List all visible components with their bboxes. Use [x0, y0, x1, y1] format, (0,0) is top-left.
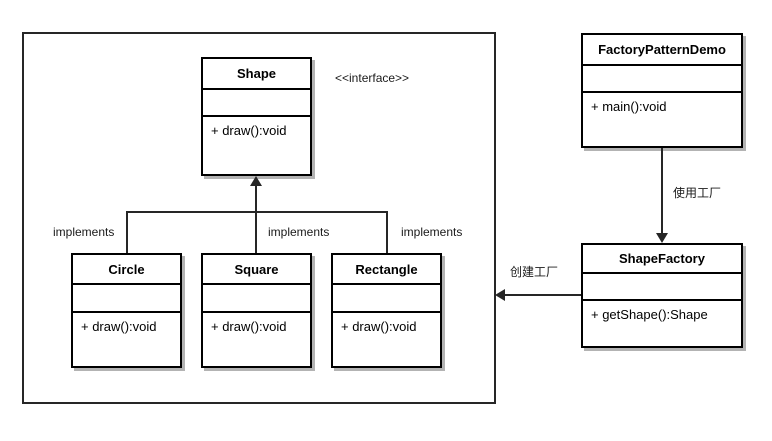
class-title-factorypatterndemo: FactoryPatternDemo — [583, 35, 741, 66]
class-box-factorypatterndemo[interactable]: FactoryPatternDemo + main():void — [581, 33, 743, 148]
class-box-shapefactory[interactable]: ShapeFactory + getShape():Shape — [581, 243, 743, 348]
class-title-rectangle: Rectangle — [333, 255, 440, 285]
stereotype-interface-label: <<interface>> — [335, 71, 410, 85]
class-attributes-circle — [73, 285, 180, 313]
generalization-trunk-line — [255, 186, 257, 253]
edge-label-implements-rectangle: implements — [401, 225, 463, 239]
edge-label-implements-square: implements — [268, 225, 330, 239]
edge-label-implements-circle: implements — [53, 225, 115, 239]
class-title-circle: Circle — [73, 255, 180, 285]
class-methods-factorypatterndemo: + main():void — [583, 93, 741, 146]
class-methods-circle: + draw():void — [73, 313, 180, 366]
class-box-rectangle[interactable]: Rectangle + draw():void — [331, 253, 442, 368]
generalization-leg-circle — [126, 211, 128, 254]
generalization-arrowhead-icon — [250, 176, 262, 186]
class-attributes-rectangle — [333, 285, 440, 313]
class-methods-shapefactory: + getShape():Shape — [583, 301, 741, 346]
class-box-shape[interactable]: Shape + draw():void — [201, 57, 312, 176]
class-methods-square: + draw():void — [203, 313, 310, 366]
class-attributes-factorypatterndemo — [583, 66, 741, 93]
class-box-circle[interactable]: Circle + draw():void — [71, 253, 182, 368]
generalization-leg-rectangle — [386, 211, 388, 254]
dependency-arrowhead-creates-factory-icon — [495, 289, 505, 301]
class-attributes-shape — [203, 90, 310, 117]
class-title-shape: Shape — [203, 59, 310, 90]
generalization-bus-line — [126, 211, 388, 213]
class-title-shapefactory: ShapeFactory — [583, 245, 741, 274]
class-box-square[interactable]: Square + draw():void — [201, 253, 312, 368]
class-methods-rectangle: + draw():void — [333, 313, 440, 366]
class-title-square: Square — [203, 255, 310, 285]
class-attributes-shapefactory — [583, 274, 741, 301]
edge-label-uses-factory: 使用工厂 — [673, 186, 722, 200]
dependency-line-creates-factory — [505, 294, 581, 296]
shape-package-container — [22, 32, 496, 404]
edge-label-creates-factory: 创建工厂 — [510, 265, 559, 279]
class-methods-shape: + draw():void — [203, 117, 310, 174]
dependency-line-uses-factory — [661, 148, 663, 233]
class-attributes-square — [203, 285, 310, 313]
dependency-arrowhead-uses-factory-icon — [656, 233, 668, 243]
